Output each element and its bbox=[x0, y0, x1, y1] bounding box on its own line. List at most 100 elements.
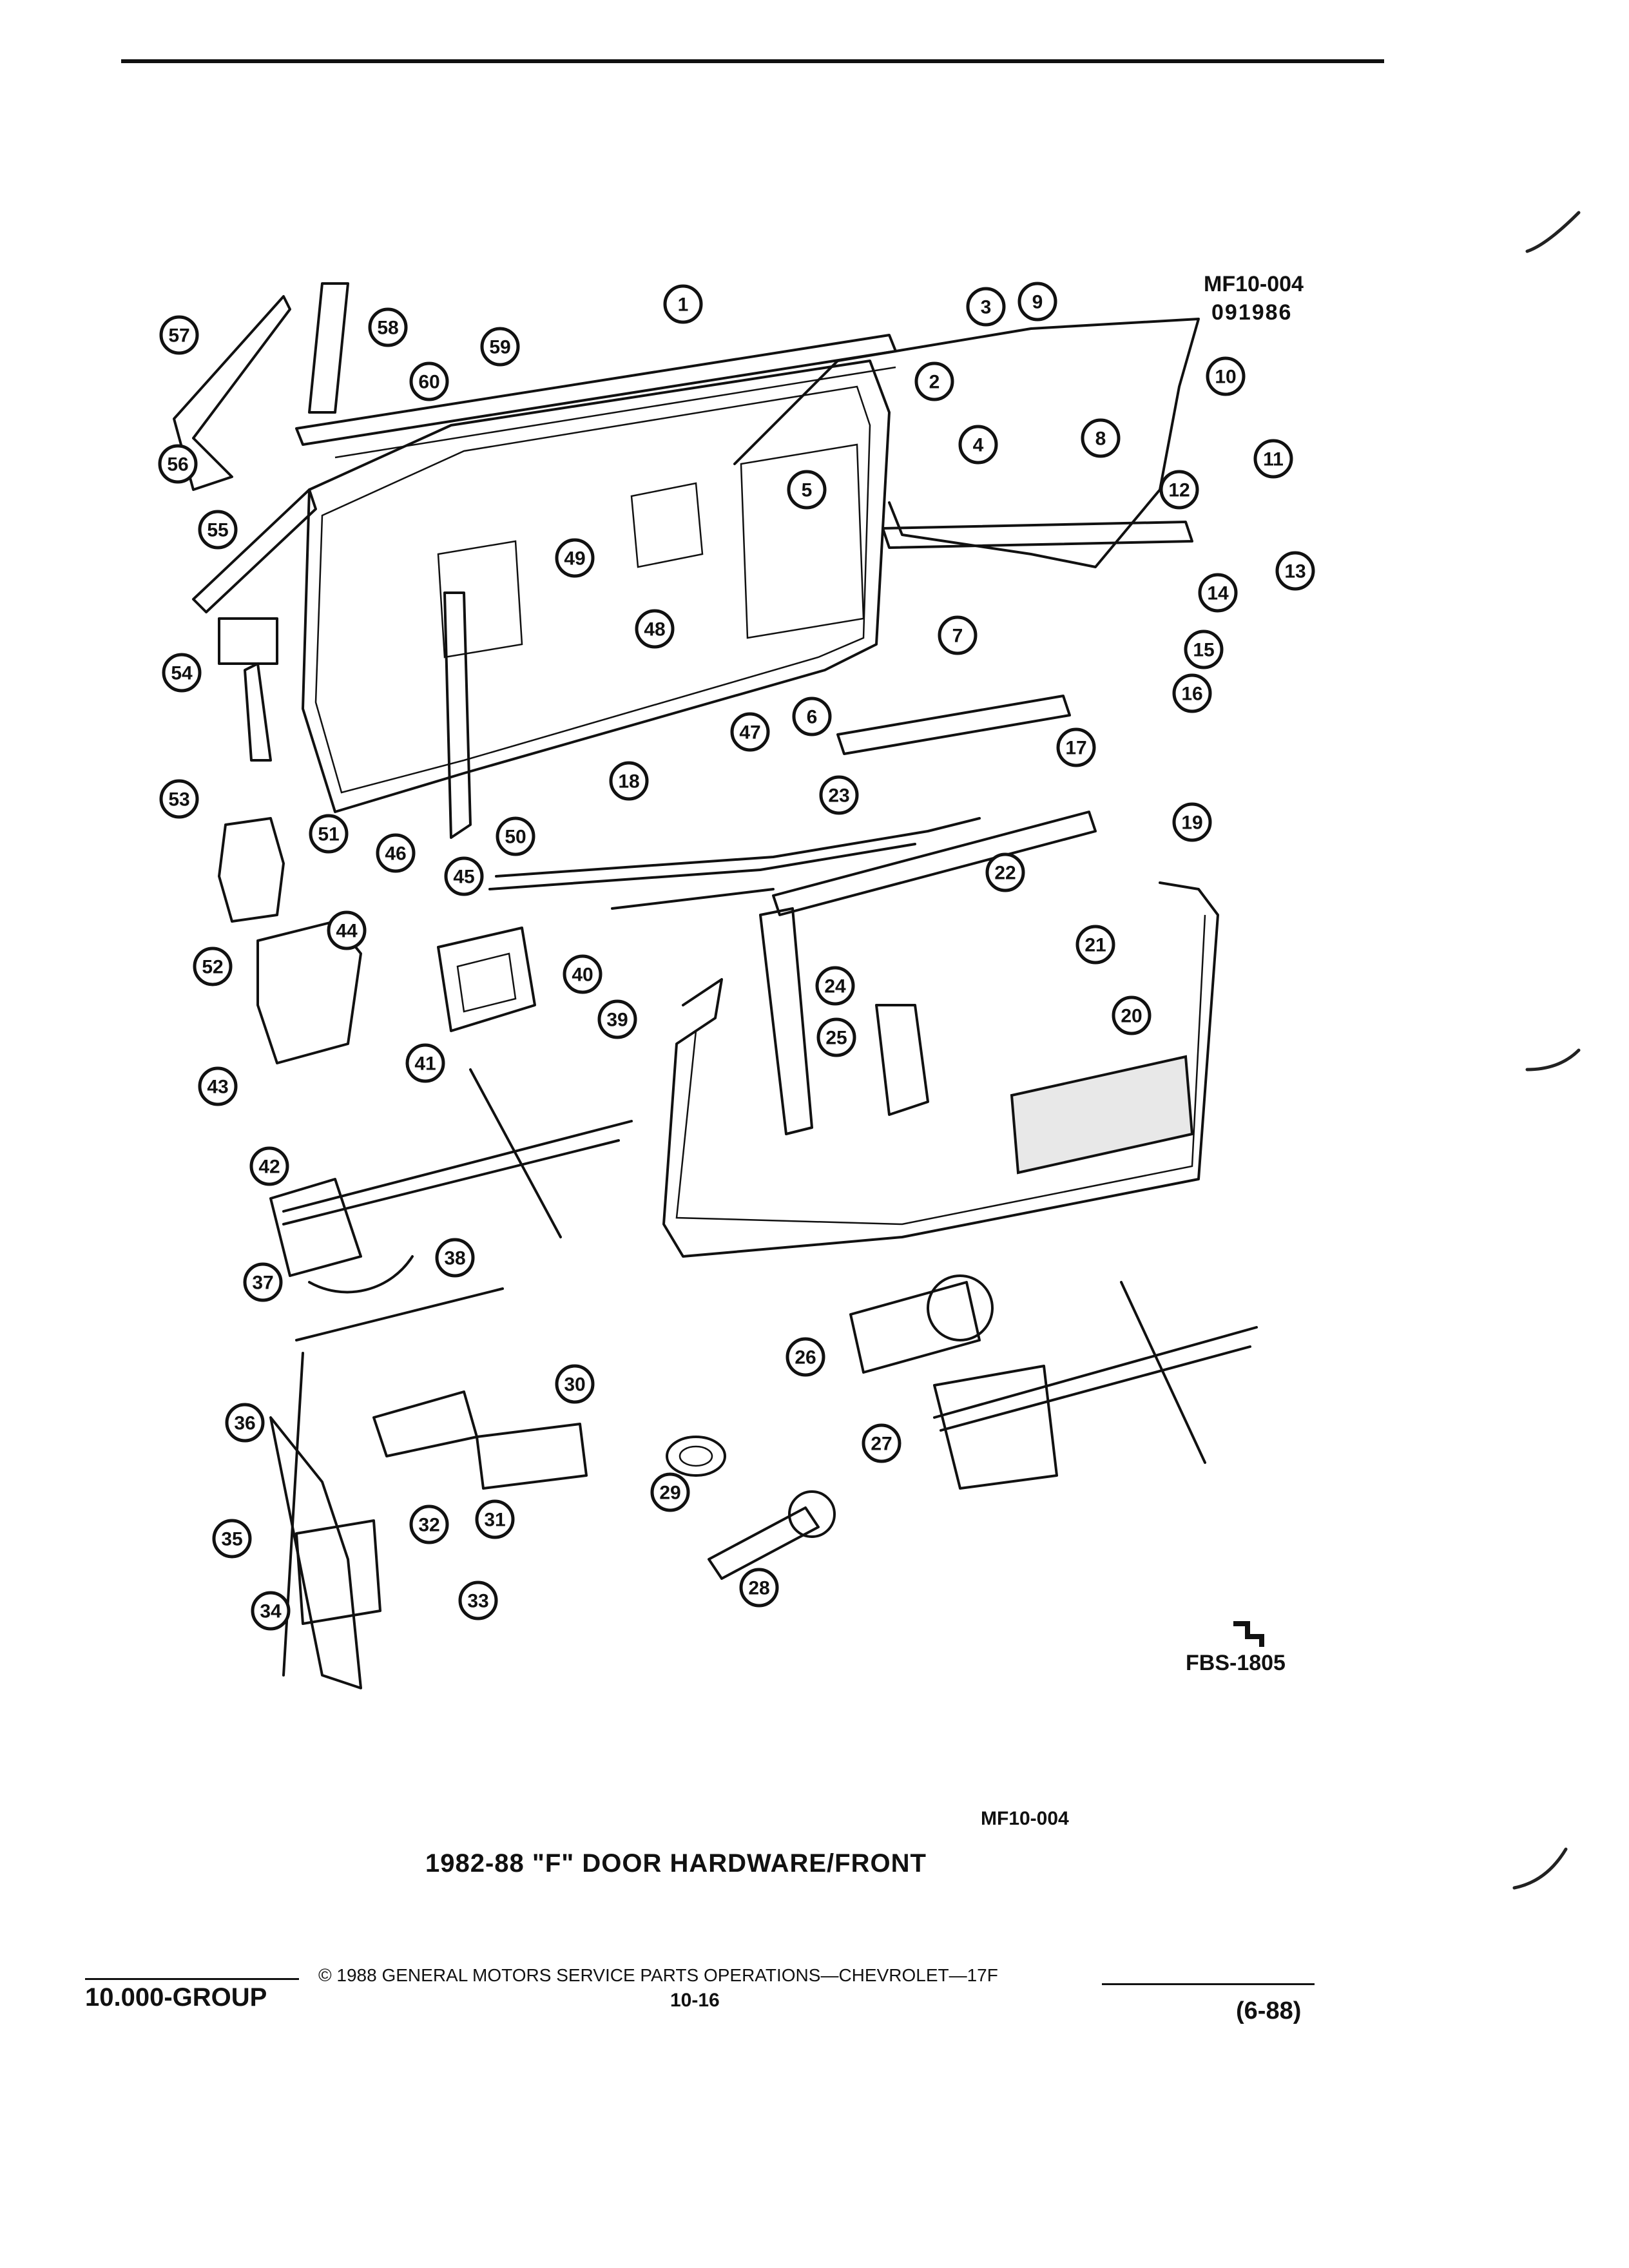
callout-circle bbox=[193, 947, 233, 986]
callout-38: 38 bbox=[435, 1238, 475, 1278]
callout-number: 51 bbox=[318, 824, 339, 845]
callout-number: 43 bbox=[207, 1077, 228, 1098]
callout-number: 40 bbox=[572, 965, 593, 986]
callout-number: 41 bbox=[414, 1053, 436, 1075]
callout-number: 15 bbox=[1193, 640, 1214, 661]
callout-circle bbox=[368, 307, 408, 347]
callout-number: 20 bbox=[1121, 1006, 1142, 1027]
lock-rod-assembly bbox=[488, 817, 981, 910]
callout-number: 29 bbox=[659, 1483, 680, 1504]
callout-8: 8 bbox=[1081, 418, 1121, 458]
callout-number: 49 bbox=[564, 548, 585, 570]
callout-circle bbox=[1075, 925, 1115, 965]
callout-circle bbox=[475, 1499, 515, 1539]
callout-number: 9 bbox=[1032, 292, 1043, 313]
callout-circle bbox=[1056, 727, 1096, 767]
callout-number: 54 bbox=[171, 663, 193, 684]
callout-23: 23 bbox=[819, 775, 859, 815]
callout-52: 52 bbox=[193, 947, 233, 986]
callout-number: 12 bbox=[1168, 480, 1190, 501]
callout-number: 50 bbox=[505, 827, 526, 848]
callout-circle bbox=[1206, 356, 1246, 396]
callout-26: 26 bbox=[786, 1337, 825, 1377]
upper-weatherstrip bbox=[295, 334, 897, 459]
callout-circle bbox=[966, 287, 1006, 327]
callout-2: 2 bbox=[914, 361, 954, 401]
callout-1: 1 bbox=[663, 284, 703, 324]
callout-25: 25 bbox=[816, 1017, 856, 1057]
artist-mark-icon bbox=[1233, 1621, 1264, 1647]
callout-number: 17 bbox=[1065, 738, 1086, 759]
callout-number: 56 bbox=[167, 454, 188, 476]
callout-48: 48 bbox=[635, 609, 675, 649]
callout-number: 36 bbox=[234, 1413, 255, 1434]
callout-36: 36 bbox=[225, 1403, 265, 1443]
callout-19: 19 bbox=[1172, 802, 1212, 842]
callout-circle bbox=[225, 1403, 265, 1443]
vent-frame bbox=[173, 282, 349, 762]
callout-circle bbox=[158, 444, 198, 484]
callout-31: 31 bbox=[475, 1499, 515, 1539]
callout-14: 14 bbox=[1198, 573, 1238, 613]
diagram-reference: MF10-004 bbox=[981, 1808, 1069, 1829]
callout-circle bbox=[480, 327, 520, 367]
callout-number: 47 bbox=[739, 722, 760, 744]
callout-circle bbox=[786, 1337, 825, 1377]
footer-rule-left bbox=[85, 1978, 299, 1980]
callout-number: 26 bbox=[795, 1347, 816, 1369]
callout-3: 3 bbox=[966, 287, 1006, 327]
callout-18: 18 bbox=[609, 761, 649, 801]
power-lock-actuator bbox=[759, 907, 929, 1135]
callout-22: 22 bbox=[985, 852, 1025, 892]
callout-circle bbox=[985, 852, 1025, 892]
callout-46: 46 bbox=[376, 833, 416, 873]
door-weatherstrip bbox=[662, 881, 1219, 1258]
callout-4: 4 bbox=[958, 425, 998, 465]
door-inner-panel bbox=[302, 360, 891, 813]
diagram-title: 1982-88 "F" DOOR HARDWARE/FRONT bbox=[425, 1849, 927, 1878]
callout-circle bbox=[1253, 439, 1293, 479]
callout-number: 14 bbox=[1207, 583, 1229, 604]
callout-number: 4 bbox=[973, 435, 984, 456]
callout-11: 11 bbox=[1253, 439, 1293, 479]
callout-24: 24 bbox=[815, 966, 855, 1006]
callout-53: 53 bbox=[159, 779, 199, 819]
callout-51: 51 bbox=[309, 814, 349, 854]
callout-circle bbox=[938, 615, 978, 655]
callout-12: 12 bbox=[1159, 470, 1199, 510]
callout-number: 44 bbox=[336, 921, 358, 942]
callout-circle bbox=[787, 470, 827, 510]
callout-circle bbox=[162, 653, 202, 693]
callout-number: 45 bbox=[453, 867, 474, 888]
callout-number: 5 bbox=[802, 480, 813, 501]
callout-circle bbox=[327, 910, 367, 950]
callout-5: 5 bbox=[787, 470, 827, 510]
callout-circle bbox=[405, 1043, 445, 1083]
callout-number: 34 bbox=[260, 1601, 282, 1622]
callout-number: 30 bbox=[564, 1374, 585, 1396]
callout-number: 52 bbox=[202, 957, 223, 978]
callout-number: 37 bbox=[252, 1273, 273, 1294]
callout-29: 29 bbox=[650, 1472, 690, 1512]
callout-circle bbox=[496, 816, 535, 856]
callout-number: 32 bbox=[418, 1515, 439, 1536]
callout-circle bbox=[663, 284, 703, 324]
window-crank bbox=[708, 1490, 836, 1580]
callout-circle bbox=[249, 1146, 289, 1186]
callout-circle bbox=[819, 775, 859, 815]
callout-number: 24 bbox=[824, 976, 846, 997]
callout-number: 2 bbox=[929, 372, 940, 393]
window-motor bbox=[849, 1274, 994, 1374]
callout-37: 37 bbox=[243, 1262, 283, 1302]
rear-run-channel bbox=[836, 521, 1193, 755]
callout-circle bbox=[243, 1262, 283, 1302]
callout-number: 16 bbox=[1181, 684, 1202, 705]
callout-number: 33 bbox=[467, 1591, 488, 1612]
callout-35: 35 bbox=[212, 1519, 252, 1559]
callout-circle bbox=[816, 1017, 856, 1057]
callout-number: 60 bbox=[418, 372, 439, 393]
callout-42: 42 bbox=[249, 1146, 289, 1186]
callout-56: 56 bbox=[158, 444, 198, 484]
callout-circle bbox=[1017, 282, 1057, 322]
